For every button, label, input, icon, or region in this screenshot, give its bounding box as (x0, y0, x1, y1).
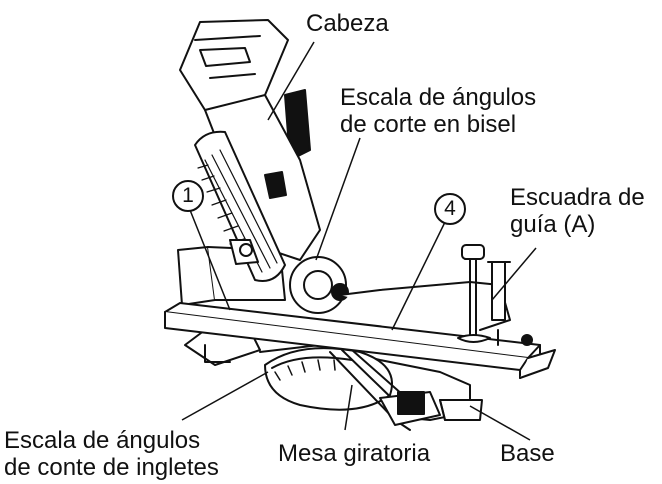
leader-callout-1 (187, 204, 231, 311)
workpiece-board (164, 302, 556, 379)
callout-1: 1 (172, 180, 204, 212)
label-bevel-scale-line2: de corte en bisel (340, 111, 517, 138)
leader-head (267, 41, 315, 121)
label-fence: Escuadra de guía (A) (510, 184, 645, 238)
leader-fence (491, 247, 537, 301)
label-miter-scale: Escala de ángulos de conte de ingletes (4, 427, 219, 481)
leader-lines (181, 41, 537, 441)
saw-head (179, 19, 349, 314)
slide-rails (329, 349, 441, 431)
label-fence-line1: Escuadra de (510, 184, 645, 211)
left-fence (177, 246, 286, 306)
label-miter-scale-line1: Escala de ángulos (4, 427, 201, 454)
right-fence (339, 261, 533, 346)
leader-miter-scale (181, 371, 269, 421)
label-head: Cabeza (306, 10, 389, 37)
leader-bevel-scale (315, 137, 361, 261)
callout-4: 4 (434, 193, 466, 225)
label-turntable: Mesa giratoria (278, 440, 431, 467)
label-miter-scale-line2: de conte de ingletes (4, 454, 219, 481)
leader-turntable (344, 384, 353, 431)
label-bevel-scale: Escala de ángulos de corte en bisel (340, 84, 536, 138)
label-fence-line2: guía (A) (510, 211, 596, 238)
leader-callout-4 (391, 217, 448, 331)
label-base: Base (500, 440, 555, 467)
turntable (264, 347, 393, 411)
leader-base (469, 405, 531, 441)
label-bevel-scale-line1: Escala de ángulos (340, 84, 537, 111)
vise-clamp (457, 244, 491, 343)
right-foot (439, 399, 446, 421)
